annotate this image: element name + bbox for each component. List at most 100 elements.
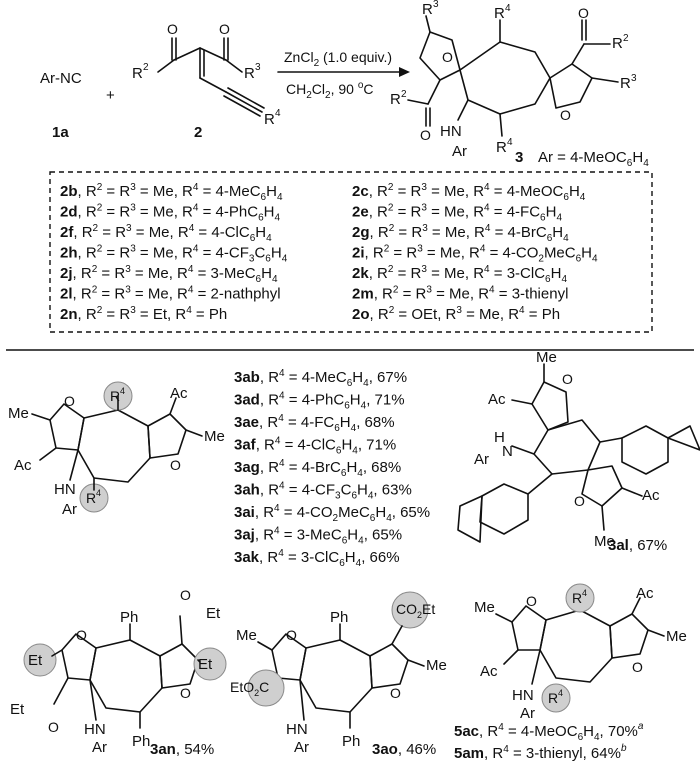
svg-text:Me: Me [8, 405, 29, 422]
plus-sign: + [106, 87, 115, 104]
svg-text:HN: HN [54, 481, 76, 498]
svg-text:O: O [170, 457, 181, 473]
result-3af: 3af, R4 = 4-ClC6H4, 71% [234, 436, 396, 457]
result-3ag: 3ag, R4 = 4-BrC6H4, 68% [234, 458, 401, 479]
structure-3ao: Ph Ph Me Me CO2Et EtO2C O O HN Ar [230, 591, 447, 756]
svg-text:O: O [286, 627, 297, 643]
substrate-2k: 2k, R2 = R3 = Me, R4 = 3-ClC6H4 [352, 264, 567, 285]
svg-text:R: R [620, 75, 631, 92]
svg-text:4: 4 [96, 488, 101, 498]
svg-text:O: O [526, 593, 537, 609]
svg-text:R: R [86, 490, 96, 506]
svg-text:R: R [496, 139, 507, 156]
structure-enynone: O O R 2 R 3 R 4 [132, 21, 281, 128]
svg-text:R: R [494, 5, 505, 22]
svg-text:4: 4 [275, 108, 281, 119]
result-3ak: 3ak, R4 = 3-ClC6H4, 66% [234, 548, 400, 569]
substrate-2c: 2c, R2 = R3 = Me, R4 = 4-MeOC6H4 [352, 182, 586, 203]
substrate-2g: 2g, R2 = R3 = Me, R4 = 4-BrC6H4 [352, 223, 569, 244]
svg-text:4: 4 [120, 386, 125, 396]
group-r3: R [244, 65, 255, 82]
svg-text:Et: Et [28, 652, 43, 669]
label-2: 2 [194, 124, 202, 141]
group-r4: R [264, 111, 275, 128]
svg-text:Ph: Ph [330, 609, 348, 626]
svg-text:4: 4 [558, 688, 563, 698]
svg-text:O: O [632, 659, 643, 675]
svg-text:Ph: Ph [120, 609, 138, 626]
svg-text:Me: Me [236, 627, 257, 644]
structure-5: R 4 R 4 Me Ac O Ac Me O HN Ar [474, 583, 687, 722]
condition-solvent-temp: CH2Cl2, 90 oC [286, 80, 374, 101]
svg-text:H: H [494, 429, 505, 446]
label-3al: 3al, 67% [608, 537, 667, 554]
svg-text:R: R [612, 35, 623, 52]
substrate-2e: 2e, R2 = R3 = Me, R4 = 4-FC6H4 [352, 203, 562, 224]
svg-text:O: O [76, 627, 87, 643]
ar-definition: Ar = 4-MeOC6H4 [538, 149, 649, 169]
svg-text:Et: Et [206, 605, 221, 622]
svg-text:Me: Me [666, 628, 687, 645]
svg-text:N: N [502, 443, 513, 460]
substrate-2d: 2d, R2 = R3 = Me, R4 = 4-PhC6H4 [60, 203, 280, 224]
label-1a: 1a [52, 124, 69, 141]
svg-text:2: 2 [401, 89, 407, 100]
substrate-2n: 2n, R2 = R3 = Et, R4 = Ph [60, 305, 227, 323]
substrate-2b: 2b, R2 = R3 = Me, R4 = 4-MeC6H4 [60, 182, 283, 203]
result-3ab: 3ab, R4 = 4-MeC6H4, 67% [234, 368, 407, 389]
structure-product-3: R 3 O O R 4 O R 2 R 3 R 2 O HN Ar R 4 [390, 0, 637, 160]
results-list: 3ab, R4 = 4-MeC6H4, 67%3ad, R4 = 4-PhC6H… [234, 368, 430, 569]
condition-reagent: ZnCl2 (1.0 equiv.) [284, 49, 392, 69]
result-5am: 5am, R4 = 3-thienyl, 64%b [454, 743, 627, 762]
svg-text:3: 3 [255, 62, 261, 73]
svg-text:Ac: Ac [480, 663, 498, 680]
reactant-isocyanide: Ar-NC [40, 70, 82, 87]
svg-text:2: 2 [143, 62, 149, 73]
svg-text:HN: HN [512, 687, 534, 704]
svg-text:O: O [574, 493, 585, 509]
svg-text:Et: Et [10, 701, 25, 718]
svg-text:Me: Me [536, 349, 557, 366]
svg-text:O: O [420, 127, 431, 143]
substrate-2o: 2o, R2 = OEt, R3 = Me, R4 = Ph [352, 305, 560, 323]
svg-text:Ac: Ac [14, 457, 32, 474]
svg-text:Ar: Ar [92, 739, 107, 756]
svg-text:Ac: Ac [642, 487, 660, 504]
svg-text:O: O [180, 587, 191, 603]
svg-text:O: O [560, 107, 571, 123]
svg-text:Ar: Ar [474, 451, 489, 468]
group-r2: R [132, 65, 143, 82]
structure-general-product: R 4 R 4 Me Ac O Ac Me O HN Ar [8, 381, 225, 518]
substrate-2l: 2l, R2 = R3 = Me, R4 = 2-nathphyl [60, 285, 281, 303]
svg-text:3: 3 [433, 0, 439, 10]
svg-text:Me: Me [594, 533, 615, 550]
result-3ae: 3ae, R4 = 4-FC6H4, 68% [234, 413, 395, 434]
label-3: 3 [515, 149, 523, 166]
substrate-scope-box [49, 171, 653, 333]
svg-text:R: R [390, 91, 401, 108]
svg-text:O: O [390, 685, 401, 701]
structure-3an: Ph Ph O Et Et Et Et O O O HN Ar [10, 587, 227, 756]
svg-text:O: O [180, 685, 191, 701]
svg-text:Ac: Ac [170, 385, 188, 402]
svg-text:HN: HN [84, 721, 106, 738]
substrate-2h: 2h, R2 = R3 = Me, R4 = 4-CF3C6H4 [60, 244, 288, 265]
svg-text:O: O [562, 371, 573, 387]
svg-text:Ar: Ar [62, 501, 77, 518]
svg-text:HN: HN [286, 721, 308, 738]
structure-3al: Me Ac O H N Ar O Ac Me [457, 349, 700, 550]
substrate-2f: 2f, R2 = R3 = Me, R4 = 4-ClC6H4 [60, 223, 272, 244]
svg-text:O: O [578, 5, 589, 21]
svg-text:Ac: Ac [636, 585, 654, 602]
svg-text:R: R [548, 690, 558, 706]
svg-text:O: O [442, 49, 453, 65]
svg-text:2: 2 [623, 33, 629, 44]
result-5ac: 5ac, R4 = 4-MeOC6H4, 70%a [454, 721, 644, 743]
substrate-2m: 2m, R2 = R3 = Me, R4 = 3-thienyl [352, 285, 568, 303]
svg-text:4: 4 [582, 588, 587, 598]
substrate-2j: 2j, R2 = R3 = Me, R4 = 3-MeC6H4 [60, 264, 278, 285]
